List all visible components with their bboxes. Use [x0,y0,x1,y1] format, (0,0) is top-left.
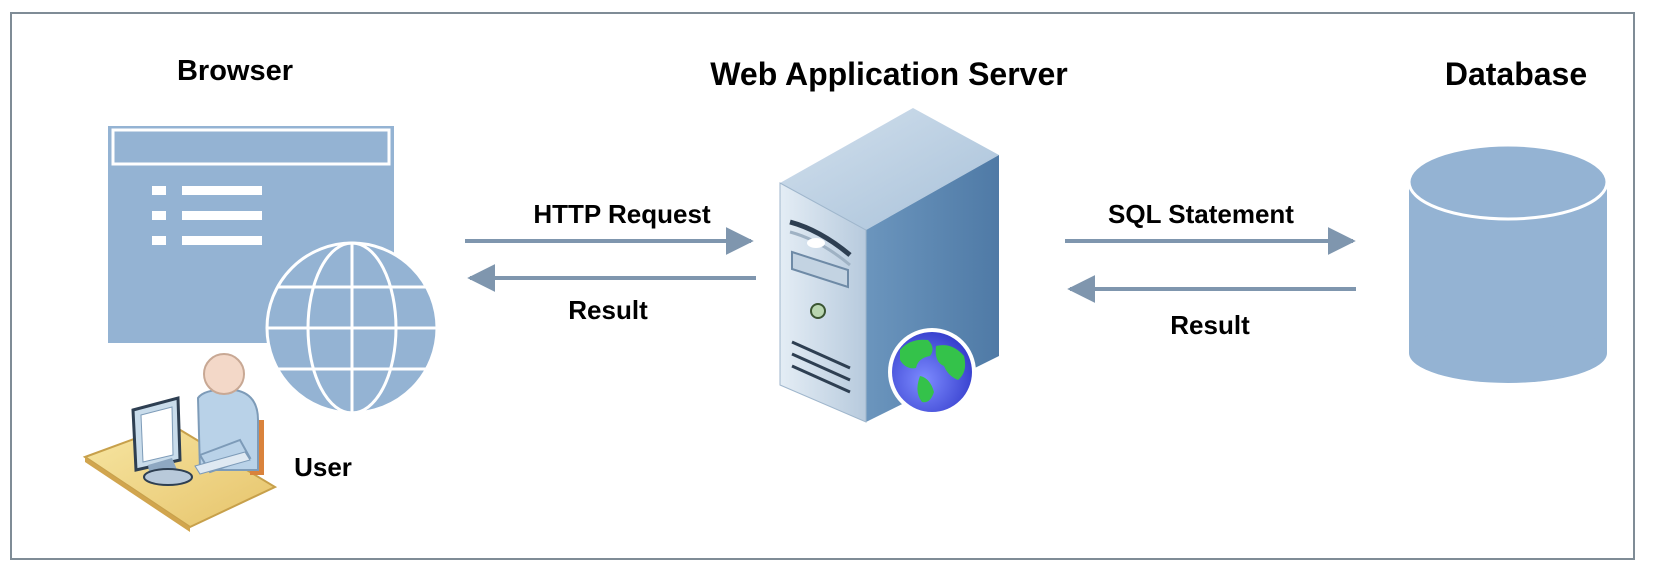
diagram-frame [10,12,1635,560]
globe-icon [265,241,439,415]
browser-label: Browser [177,55,293,87]
http-request-label: HTTP Request [533,199,711,229]
server-globe-icon [888,328,976,416]
sql-statement-label: SQL Statement [1108,199,1294,229]
database-label: Database [1445,56,1587,92]
user-label: User [294,452,352,482]
server-label: Web Application Server [710,56,1067,92]
database-cylinder-icon [1407,143,1609,383]
sql-result-label: Result [1170,310,1250,340]
http-result-label: Result [568,295,648,325]
user-at-computer-icon [82,353,278,532]
